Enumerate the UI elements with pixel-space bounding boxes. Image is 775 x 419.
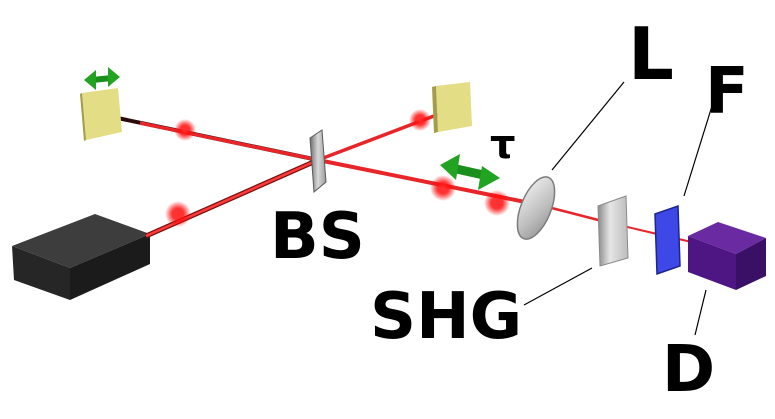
filter: [654, 204, 681, 276]
right-mirror: [432, 82, 472, 133]
pulse: [484, 190, 510, 216]
leader-lines: [523, 81, 713, 336]
detector-label: D: [662, 333, 716, 407]
lens: [516, 176, 556, 240]
beam-splitter: [309, 129, 327, 194]
right-arm-beam: [317, 106, 456, 162]
left-mirror: [80, 88, 122, 141]
pulse: [409, 109, 431, 131]
pulse: [430, 175, 456, 201]
laser-source: [12, 214, 150, 300]
beam-splitter-label: BS: [270, 200, 365, 274]
delay-label: τ: [490, 122, 516, 168]
pulse: [165, 201, 191, 227]
shg-crystal: [597, 195, 629, 267]
shg-label: SHG: [370, 280, 523, 354]
filter-label: F: [705, 55, 749, 129]
pulse: [174, 119, 196, 141]
left-translation-arrow-icon: [84, 67, 120, 90]
detector: [688, 222, 766, 290]
lens-label: L: [628, 12, 674, 96]
delay-arrow-icon: [440, 154, 500, 190]
pulses: [165, 109, 510, 227]
